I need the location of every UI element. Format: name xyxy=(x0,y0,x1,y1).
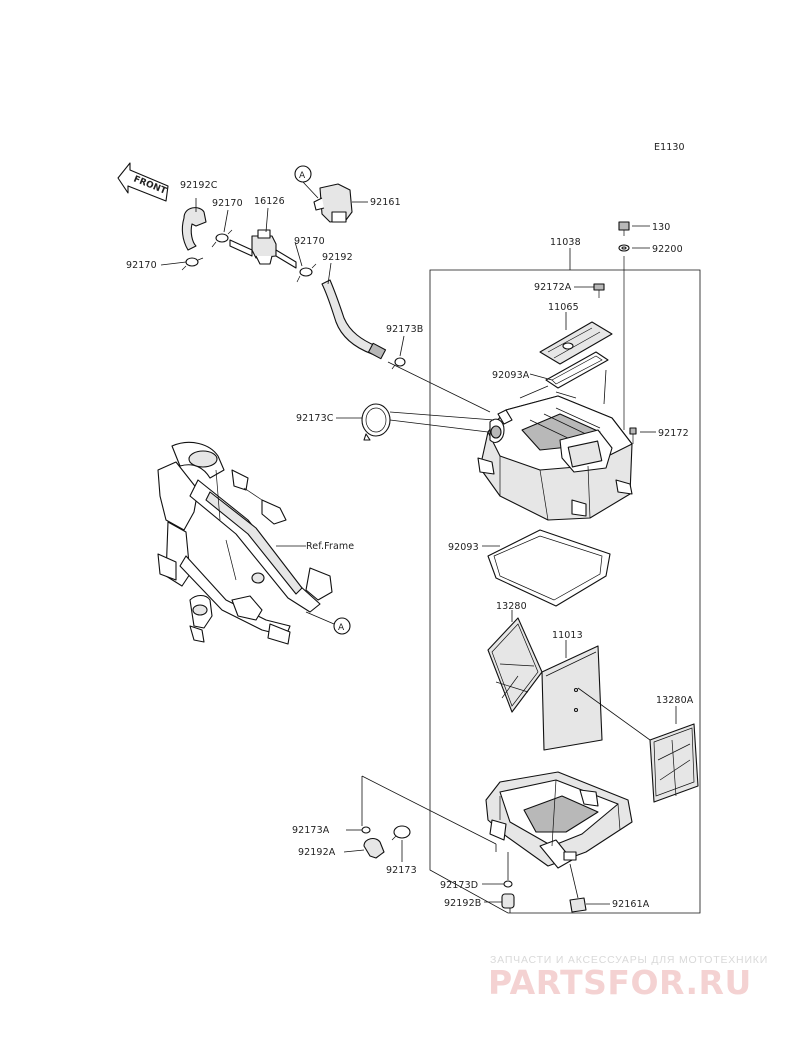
air-cleaner-housing-11038 xyxy=(477,385,633,521)
elbow-92192A xyxy=(363,837,385,859)
clip-icon xyxy=(296,263,317,283)
label-92173C: 92173C xyxy=(296,413,334,424)
marker-a-top: A xyxy=(294,165,312,183)
clip-icon xyxy=(181,257,204,271)
label-92200: 92200 xyxy=(652,244,683,255)
frame-reference xyxy=(157,441,333,645)
front-arrow-icon: FRONT xyxy=(117,162,169,202)
label-92172: 92172 xyxy=(658,428,689,439)
clip-icon xyxy=(211,229,233,248)
label-130: 130 xyxy=(652,222,670,233)
leader-lines xyxy=(160,181,677,905)
gasket-92093A xyxy=(545,351,609,389)
label-13280: 13280 xyxy=(496,601,527,612)
gasket-92093 xyxy=(487,529,611,607)
label-11038: 11038 xyxy=(550,237,581,248)
assembly-bracket xyxy=(429,269,701,914)
hose-92192 xyxy=(321,279,387,360)
sensor-92161 xyxy=(313,183,353,223)
clamp-92173C xyxy=(361,403,391,441)
label-92170-b: 92170 xyxy=(294,236,325,247)
label-92173D: 92173D xyxy=(440,880,478,891)
sensor-92161A xyxy=(569,897,587,913)
label-92192B: 92192B xyxy=(444,898,481,909)
label-92161A: 92161A xyxy=(612,899,650,910)
label-13280A: 13280A xyxy=(656,695,694,706)
cover-11065 xyxy=(539,321,613,365)
plug-92192B xyxy=(501,893,515,909)
clamp-92173D xyxy=(503,880,513,888)
label-92173A: 92173A xyxy=(292,825,330,836)
label-92161: 92161 xyxy=(370,197,401,208)
label-92173B: 92173B xyxy=(386,324,423,335)
label-16126: 16126 xyxy=(254,196,285,207)
clip-92173 xyxy=(391,825,411,841)
clamp-92173A xyxy=(361,826,371,834)
washer-92200 xyxy=(618,244,630,252)
label-92093: 92093 xyxy=(448,542,479,553)
label-92192: 92192 xyxy=(322,252,353,263)
label-92172A: 92172A xyxy=(534,282,572,293)
label-92173: 92173 xyxy=(386,865,417,876)
holder-13280 xyxy=(487,617,543,713)
bolt-130 xyxy=(618,221,630,236)
holder-13280A xyxy=(649,723,699,803)
valve-16126 xyxy=(229,229,297,269)
watermark-logo: PARTSFOR.RU xyxy=(488,963,752,1002)
diagram-code: E1130 xyxy=(654,142,685,153)
element-11013 xyxy=(541,645,603,751)
lower-case xyxy=(485,771,633,869)
ref-frame-label: Ref.Frame xyxy=(306,541,354,552)
elbow-hose-92192C xyxy=(181,207,207,251)
watermark-subtitle: ЗАПЧАСТИ И АКСЕССУАРЫ ДЛЯ МОТОТЕХНИКИ xyxy=(490,954,768,966)
svg-text:A: A xyxy=(338,623,345,633)
label-92170-a: 92170 xyxy=(212,198,243,209)
label-92170-c: 92170 xyxy=(126,260,157,271)
bolt-92172 xyxy=(629,427,637,444)
label-92093A: 92093A xyxy=(492,370,530,381)
clamp-icon xyxy=(391,357,406,370)
label-92192A: 92192A xyxy=(298,847,336,858)
marker-a-bottom: A xyxy=(333,617,351,635)
svg-text:A: A xyxy=(299,171,306,181)
label-11065: 11065 xyxy=(548,302,579,313)
screw-92172A xyxy=(593,283,605,298)
label-11013: 11013 xyxy=(552,630,583,641)
label-92192C: 92192C xyxy=(180,180,218,191)
